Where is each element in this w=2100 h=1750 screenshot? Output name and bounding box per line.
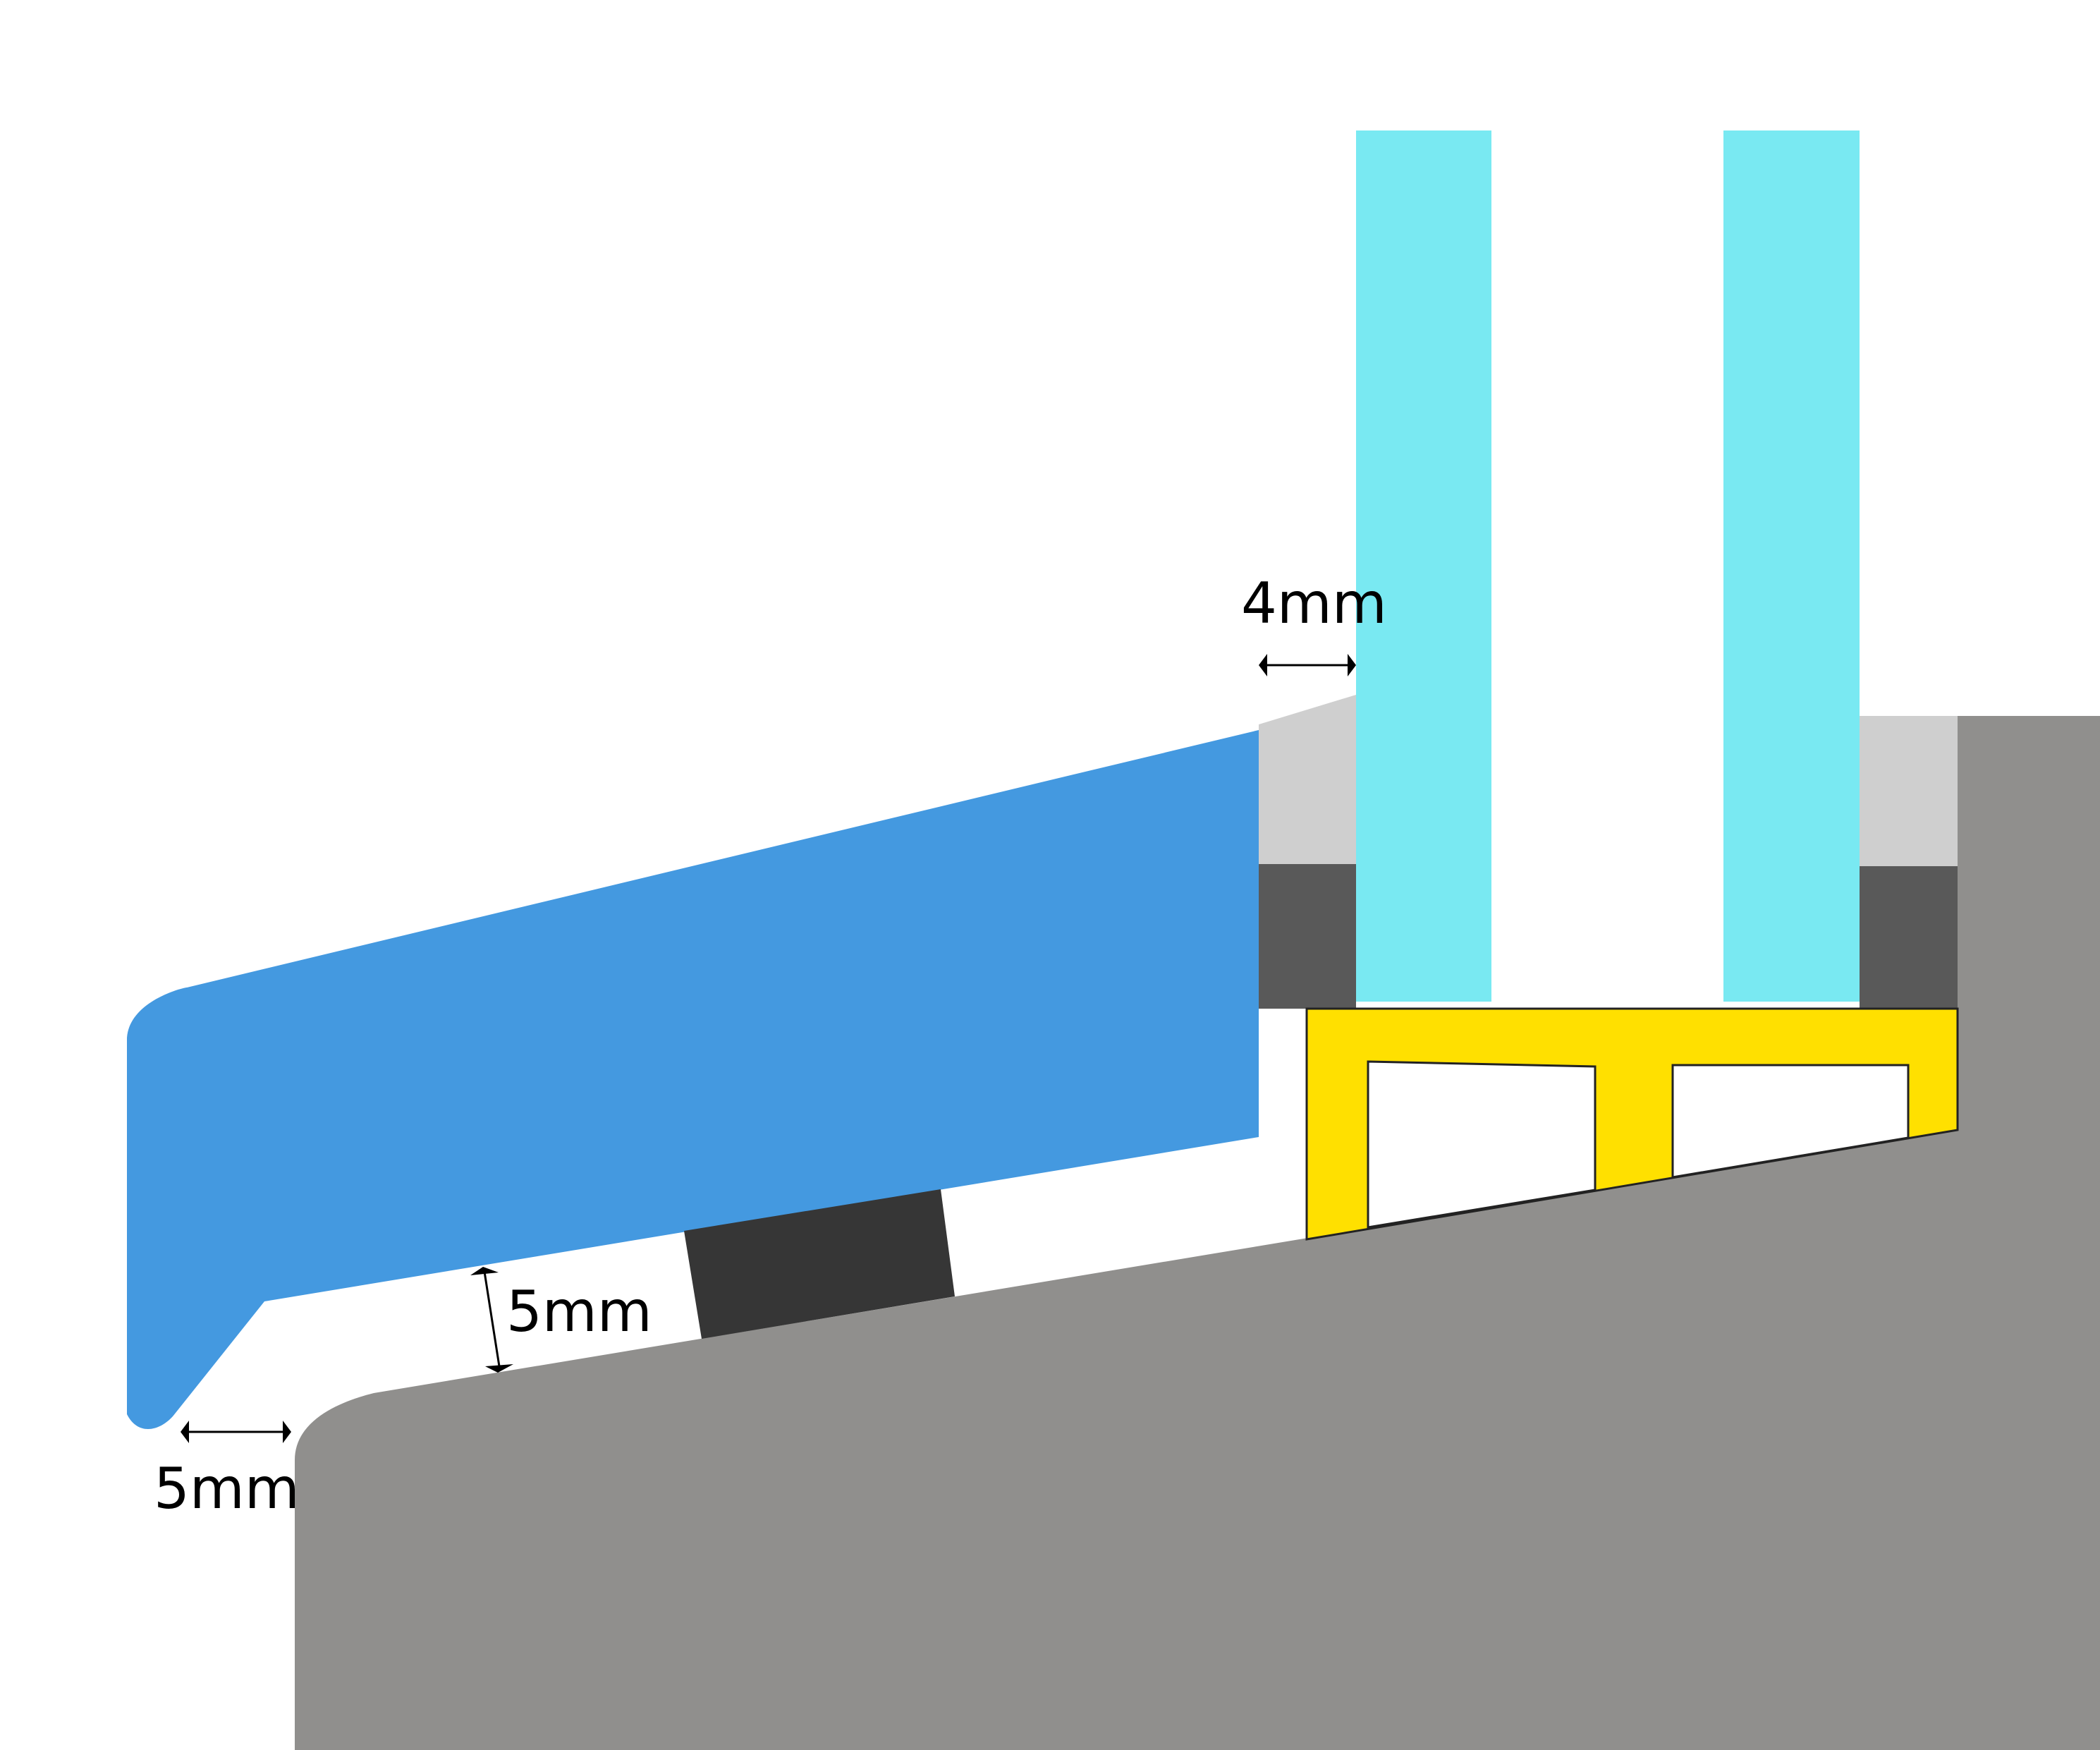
shim-packer (684, 1189, 955, 1339)
dimension-drip-gap: 5mm (154, 1421, 300, 1521)
dimension-label-glass-gap: 4mm (1241, 571, 1387, 636)
dimension-glass-gap: 4mm (1241, 571, 1387, 676)
seal-light-left (1259, 695, 1356, 864)
seal-dark-right (1860, 866, 1958, 1009)
glass-pane-outer (1356, 130, 1491, 1002)
dimension-sill-gap: 5mm (470, 1267, 652, 1373)
seal-light-right (1860, 716, 1958, 866)
spacer-frame-profile (1305, 1007, 1959, 1241)
glass-pane-inner (1723, 130, 1860, 1002)
dimension-label-drip-gap: 5mm (154, 1456, 300, 1521)
dimension-label-sill-gap: 5mm (506, 1279, 652, 1344)
seal-dark-left (1259, 864, 1356, 1009)
sill-board (127, 730, 1259, 1430)
wall-base (295, 716, 2100, 1750)
